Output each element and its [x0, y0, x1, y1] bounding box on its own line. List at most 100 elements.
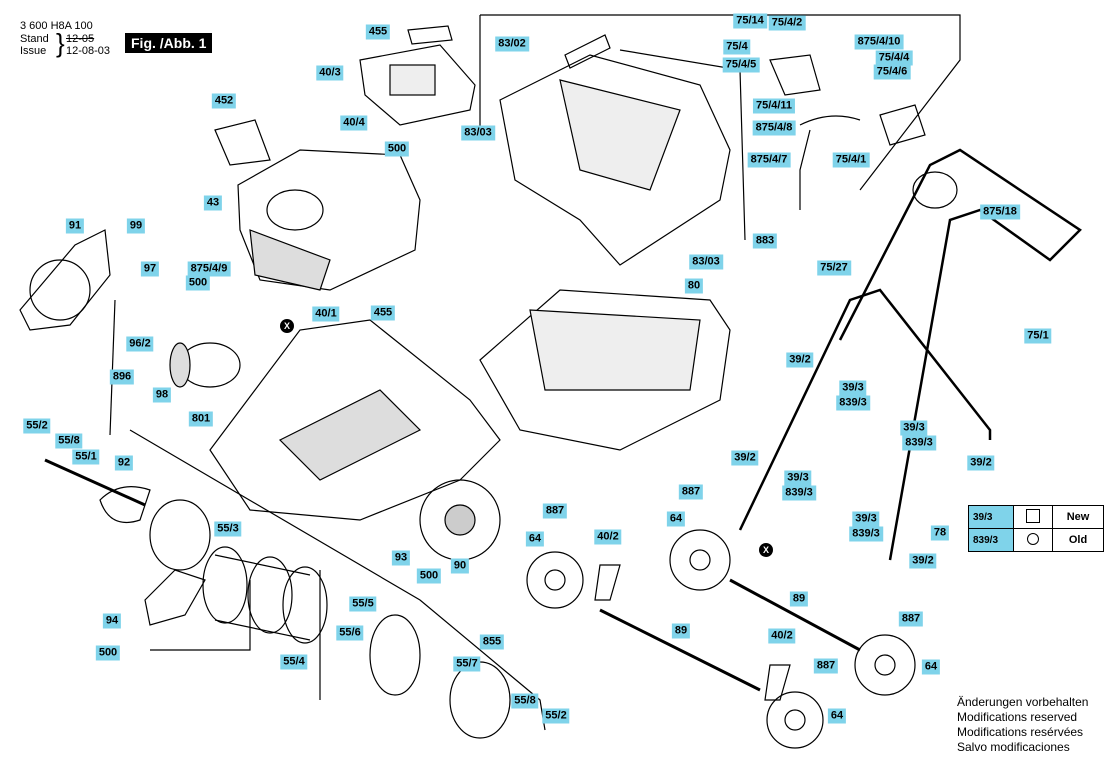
grassbox-bottom-mesh [529, 309, 701, 391]
part-label: 75/14 [733, 13, 767, 29]
part-label: 75/4 [723, 39, 751, 55]
housing-vents [249, 229, 331, 291]
grassbox-mesh [559, 79, 681, 191]
wheel-front-right [669, 529, 731, 591]
ref-marker-x [280, 319, 294, 333]
housing-dome [266, 189, 324, 231]
part-label: 96/2 [126, 336, 154, 352]
grassbox-lid [359, 44, 476, 126]
figure-title: Fig. /Abb. 1 [125, 33, 213, 53]
part-label: 455 [365, 24, 391, 40]
part-label: 39/3 [852, 511, 880, 527]
part-label: 896 [109, 369, 135, 385]
part-label: 875/4/9 [187, 261, 231, 277]
legend-row: 39/3 New [968, 505, 1104, 529]
stand-value: 12-05 [66, 33, 95, 45]
part-label: 64 [666, 511, 686, 527]
part-label: 839/3 [902, 435, 936, 451]
switch-box [912, 171, 958, 209]
part-label: 875/4/10 [854, 34, 904, 50]
ref-marker-x-2 [759, 543, 773, 557]
part-label: 91 [65, 218, 85, 234]
square-icon [1013, 505, 1053, 529]
part-label: 40/3 [316, 65, 344, 81]
wheel-rear-right [854, 634, 916, 696]
side-cover [19, 229, 111, 331]
part-label: 500 [185, 275, 211, 291]
lower-handle [738, 288, 992, 531]
part-label: 39/2 [967, 455, 995, 471]
part-label: 39/3 [900, 420, 928, 436]
deck-inner [278, 389, 422, 481]
rear-axle [599, 608, 761, 692]
switch-part [769, 54, 821, 96]
part-label: 90 [450, 558, 470, 574]
part-label: 75/4/11 [752, 98, 796, 114]
part-label: 75/4/5 [722, 57, 760, 73]
axle [44, 458, 146, 507]
part-label: 500 [384, 141, 410, 157]
brace-glyph: } [56, 28, 65, 58]
modifications-note: Änderungen vorbehalten Modifications res… [957, 695, 1088, 755]
part-label: 839/3 [782, 485, 816, 501]
part-label: 99 [126, 218, 146, 234]
circle-icon [1013, 528, 1053, 552]
legend-row: 839/3 Old [968, 528, 1104, 552]
part-label: 75/1 [1024, 328, 1052, 344]
grassbox-handle [564, 34, 611, 69]
note-line: Änderungen vorbehalten [957, 695, 1089, 709]
part-label: 839/3 [849, 526, 883, 542]
part-number: 3 600 H8A 100 [20, 20, 93, 32]
switch-cover [214, 119, 271, 166]
part-label: 83/03 [461, 125, 495, 141]
part-label: 39/3 [839, 380, 867, 396]
part-label: 455 [370, 305, 396, 321]
end-cap-2 [449, 661, 511, 739]
svg-text:X: X [284, 321, 290, 331]
part-label: 887 [898, 611, 924, 627]
part-label: 94 [102, 613, 122, 629]
lid-window [389, 64, 436, 96]
part-label: 64 [827, 708, 847, 724]
part-label: 89 [671, 623, 691, 639]
part-label: 875/4/8 [752, 120, 796, 136]
part-label: 40/4 [340, 115, 368, 131]
part-label: 55/6 [336, 625, 364, 641]
legend-code: 39/3 [968, 505, 1014, 529]
part-label: 55/8 [55, 433, 83, 449]
handle-frame [838, 148, 1082, 561]
part-label: 83/03 [689, 254, 723, 270]
part-label: 43 [203, 195, 223, 211]
part-label: 75/4/2 [768, 15, 806, 31]
part-label: 83/02 [495, 36, 529, 52]
issue-value: 12-08-03 [66, 45, 111, 57]
handle-cover [407, 25, 453, 45]
part-label: 839/3 [836, 395, 870, 411]
belt [99, 486, 151, 524]
part-label: 39/2 [731, 450, 759, 466]
part-label: 875/18 [980, 204, 1020, 220]
part-label: 875/4/7 [747, 152, 791, 168]
wheel-rear-left [766, 691, 824, 749]
part-label: 75/27 [817, 260, 851, 276]
part-label: 55/2 [23, 418, 51, 434]
part-label: 55/3 [214, 521, 242, 537]
part-label: 64 [525, 531, 545, 547]
part-label: 97 [140, 261, 160, 277]
part-label: 55/7 [453, 656, 481, 672]
part-label: 887 [542, 503, 568, 519]
part-label: 55/2 [542, 708, 570, 724]
motor-housing [237, 149, 421, 291]
part-label: 75/4/1 [832, 152, 870, 168]
part-label: 92 [114, 455, 134, 471]
stand-label: Stand [20, 33, 49, 45]
cable [799, 115, 861, 210]
height-lever [594, 564, 621, 601]
part-label: 64 [921, 659, 941, 675]
part-label: 98 [152, 387, 172, 403]
part-label: 39/3 [784, 470, 812, 486]
part-label: 40/2 [594, 529, 622, 545]
legend-table: 39/3 New 839/3 Old [968, 505, 1104, 552]
